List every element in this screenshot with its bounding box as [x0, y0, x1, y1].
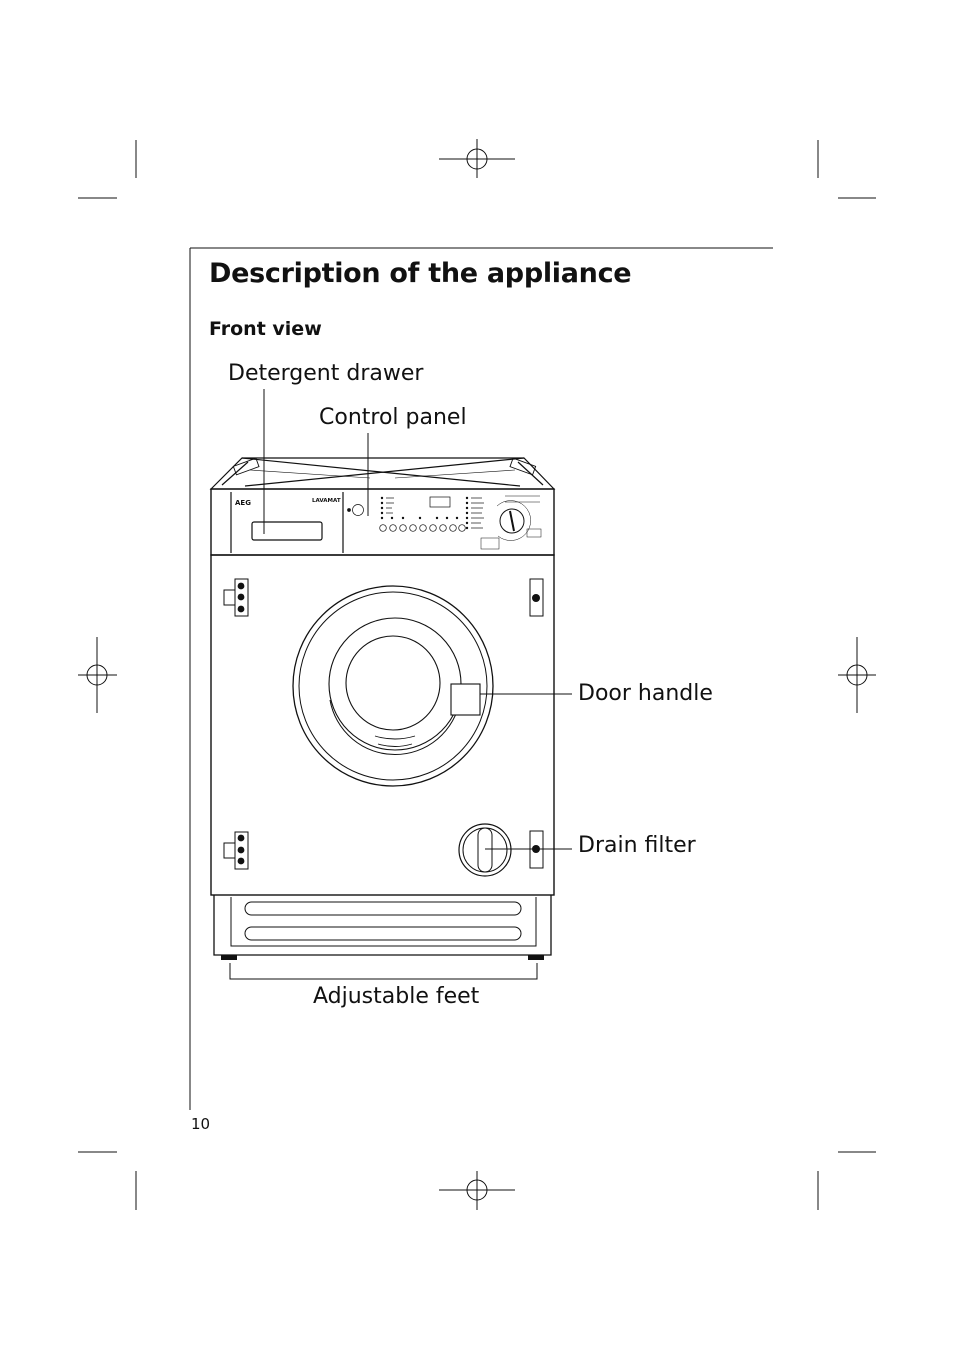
label-detergent-drawer: Detergent drawer [228, 361, 424, 386]
option-button [429, 524, 437, 532]
leader-adjustable-feet [229, 963, 538, 980]
option-button [439, 524, 447, 532]
machine-top [209, 457, 556, 490]
section-subtitle: Front view [209, 318, 322, 340]
model-name: LAVAMAT [312, 498, 341, 504]
registration-mark-bottom [439, 1171, 515, 1210]
display-window [429, 496, 451, 508]
option-button [458, 524, 466, 532]
registration-mark-left [78, 637, 117, 713]
porthole-door [292, 585, 494, 787]
label-drain-filter: Drain filter [578, 833, 696, 858]
page-number: 10 [191, 1115, 211, 1133]
machine-plinth [213, 895, 552, 956]
label-adjustable-feet: Adjustable feet [313, 984, 480, 1009]
registration-mark-right [838, 637, 876, 713]
power-knob [352, 504, 364, 516]
brand-logo: AEG [235, 499, 251, 507]
detergent-drawer [251, 521, 323, 541]
option-button [449, 524, 457, 532]
door-handle [450, 683, 481, 716]
option-button [379, 524, 387, 532]
option-button [409, 524, 417, 532]
control-panel-details [347, 495, 542, 550]
registration-mark-top [439, 139, 515, 178]
page-title: Description of the appliance [209, 258, 632, 289]
adjustable-feet [221, 955, 544, 960]
label-door-handle: Door handle [578, 681, 713, 706]
leader-lines [229, 389, 572, 980]
programme-dial [499, 508, 525, 534]
drain-filter [458, 823, 512, 877]
option-button [419, 524, 427, 532]
option-button [389, 524, 397, 532]
machine-cabinet [210, 554, 555, 896]
label-control-panel: Control panel [319, 405, 467, 430]
option-button [399, 524, 407, 532]
